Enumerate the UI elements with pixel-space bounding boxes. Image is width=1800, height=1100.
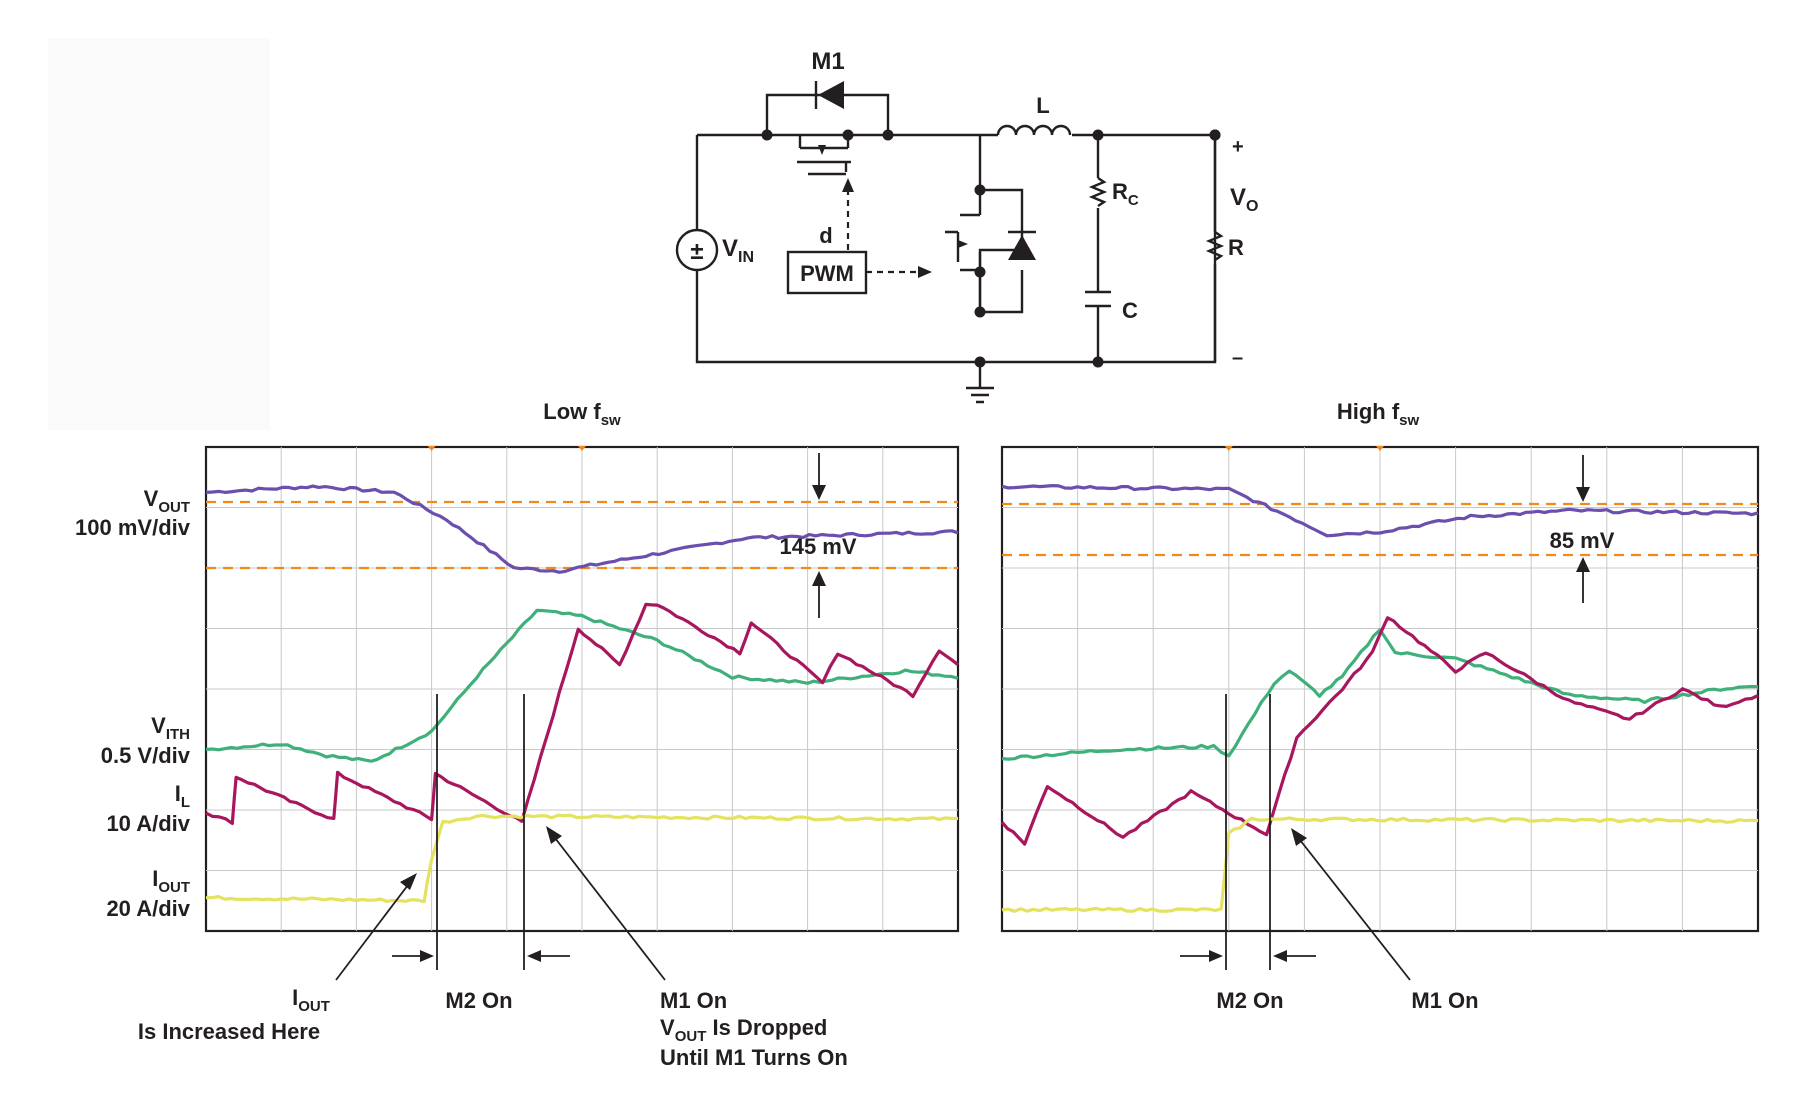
vin-source-sign: ± [690, 238, 703, 265]
vout-channel-name: VOUT [144, 486, 190, 516]
blank-area [48, 38, 270, 430]
m1-mosfet-icon [818, 145, 826, 155]
right-measure-arrows [1576, 455, 1590, 603]
left-m2-on-label: M2 On [445, 988, 512, 1013]
iout-increase-label-line1: IOUT [292, 985, 330, 1015]
m1-label: M1 [811, 48, 844, 75]
right-measurement: 85 mV [1550, 528, 1615, 553]
trace-vout [205, 484, 959, 574]
trigger-marker [578, 446, 586, 451]
right-m2-on-label: M2 On [1216, 988, 1283, 1013]
capacitor-icon [1085, 290, 1111, 308]
il-channel-name: IL [175, 781, 190, 811]
pwm-label: PWM [800, 261, 854, 286]
il-channel-scale: 10 A/div [106, 811, 190, 836]
m1-diode-icon [818, 81, 844, 109]
scope-panel-high-fsw [1000, 445, 1760, 933]
m2-mosfet-icon [958, 240, 968, 248]
until-m1-label: Until M1 Turns On [660, 1045, 848, 1070]
left-measure-arrows [812, 453, 826, 618]
channel-labels: VOUT 100 mV/div VITH 0.5 V/div IL 10 A/d… [75, 486, 191, 921]
vin-source-icon [675, 228, 719, 272]
trace-il [1000, 616, 1759, 846]
esr-resistor-icon [1088, 177, 1108, 207]
inductor-label: L [1036, 93, 1049, 118]
m2-diode-icon [1008, 235, 1036, 260]
inductor-icon [996, 124, 1072, 136]
vith-channel-scale: 0.5 V/div [101, 743, 191, 768]
load-resistor-icon [1205, 231, 1225, 261]
trigger-marker [1224, 446, 1233, 451]
trace-vith [1001, 628, 1759, 761]
trace-il [205, 602, 959, 826]
load-label: R [1228, 235, 1244, 260]
capacitor-label: C [1122, 298, 1138, 323]
vith-channel-name: VITH [151, 713, 190, 743]
buck-converter-schematic: ± VIN M1 PWM d L [675, 48, 1258, 404]
scope-panel-low-fsw [204, 445, 960, 933]
vout-channel-scale: 100 mV/div [75, 515, 191, 540]
vo-label: VO [1230, 184, 1258, 215]
duty-label: d [819, 223, 832, 248]
left-event-markers [335, 694, 666, 981]
ground-icon [966, 362, 994, 404]
iout-channel-name: IOUT [152, 866, 190, 896]
vout-dropped-label: VOUT Is Dropped [660, 1015, 827, 1045]
trace-iout [1001, 816, 1759, 913]
pwm-block [786, 250, 868, 295]
minus-label: – [1232, 347, 1243, 369]
vin-label: VIN [722, 235, 754, 266]
trigger-marker [427, 446, 436, 451]
right-m1-on-label: M1 On [1411, 988, 1478, 1013]
left-m1-on-label: M1 On [660, 988, 727, 1013]
esr-label: RC [1112, 179, 1139, 209]
plus-label: + [1232, 136, 1244, 158]
left-measurement: 145 mV [779, 534, 856, 559]
trace-vith [205, 608, 959, 763]
left-panel-title: Low fsw [543, 399, 621, 429]
iout-increase-label-line2: Is Increased Here [138, 1019, 320, 1044]
right-panel-title: High fsw [1337, 399, 1420, 429]
iout-channel-scale: 20 A/div [106, 896, 190, 921]
trace-vout [1001, 484, 1759, 538]
trace-iout [206, 813, 958, 904]
right-event-markers [1180, 694, 1411, 981]
trigger-marker [1376, 446, 1384, 451]
